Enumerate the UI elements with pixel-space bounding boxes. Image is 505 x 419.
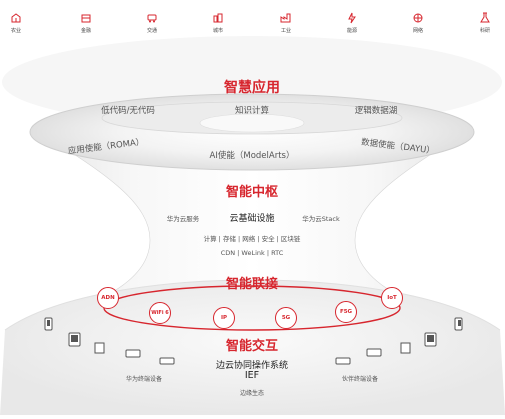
factory-icon (280, 13, 291, 23)
ief-label: IEF (244, 370, 260, 381)
enabler-modelarts: AI使能（ModelArts） (209, 151, 295, 161)
app-item-datalake: 逻辑数据湖 (354, 106, 398, 116)
city-icon (213, 13, 223, 23)
interact-title: 智能交互 (225, 339, 279, 354)
cloud-infra-label: 云基础设施 (229, 214, 275, 224)
node-f5g: F5G (335, 301, 357, 323)
industry-label: 科研 (479, 28, 491, 34)
huawei-device-caption: 华为终端设备 (125, 376, 163, 383)
smart-app-title: 智慧应用 (224, 80, 280, 96)
connect-title: 智能联接 (225, 277, 279, 292)
huawei-cloud-service-label: 华为云服务 (166, 215, 200, 223)
camera-icon (125, 349, 141, 358)
industry-label: 城市 (212, 28, 224, 34)
industry-label: 农业 (10, 28, 22, 34)
app-item-knowledge: 知识计算 (234, 106, 270, 116)
finance-icon (81, 14, 91, 23)
node-wifi6: WiFi 6 (149, 302, 171, 324)
hub-capabilities-1: 计算 | 存储 | 网络 | 安全 | 区块链 (203, 235, 301, 243)
industry-label: 网络 (412, 28, 424, 34)
industry-label: 工业 (280, 28, 292, 34)
research-icon (480, 12, 490, 23)
edge-ecosystem-caption: 边缘生态 (239, 390, 265, 397)
farm-icon (11, 13, 21, 23)
app-dish-hole (199, 113, 305, 133)
industry-label: 金融 (80, 28, 92, 34)
node-iot: IoT (381, 287, 403, 309)
meter-icon (94, 342, 105, 354)
hub-title: 智能中枢 (225, 185, 279, 200)
industry-label: 交通 (146, 28, 158, 34)
huawei-cloud-stack-label: 华为云Stack (302, 215, 340, 223)
node-ip: IP (213, 307, 235, 329)
base-platform (0, 280, 505, 415)
controller-icon (400, 342, 411, 354)
app-item-lowcode: 低代码/无代码 (101, 106, 155, 116)
server-icon (335, 357, 351, 365)
hub-capabilities-2: CDN | WeLink | RTC (220, 249, 284, 257)
node-5g: 5G (275, 307, 297, 329)
industry-label: 能源 (346, 28, 358, 34)
network-icon (413, 13, 423, 23)
gateway-icon (366, 348, 382, 357)
energy-icon (348, 12, 356, 24)
partner-device-caption: 伙伴终端设备 (341, 376, 379, 383)
transport-icon (147, 14, 157, 23)
node-adn: ADN (97, 287, 119, 309)
edge-cloud-os-label: 边云协同操作系统 (215, 361, 289, 371)
router-icon (159, 357, 175, 365)
